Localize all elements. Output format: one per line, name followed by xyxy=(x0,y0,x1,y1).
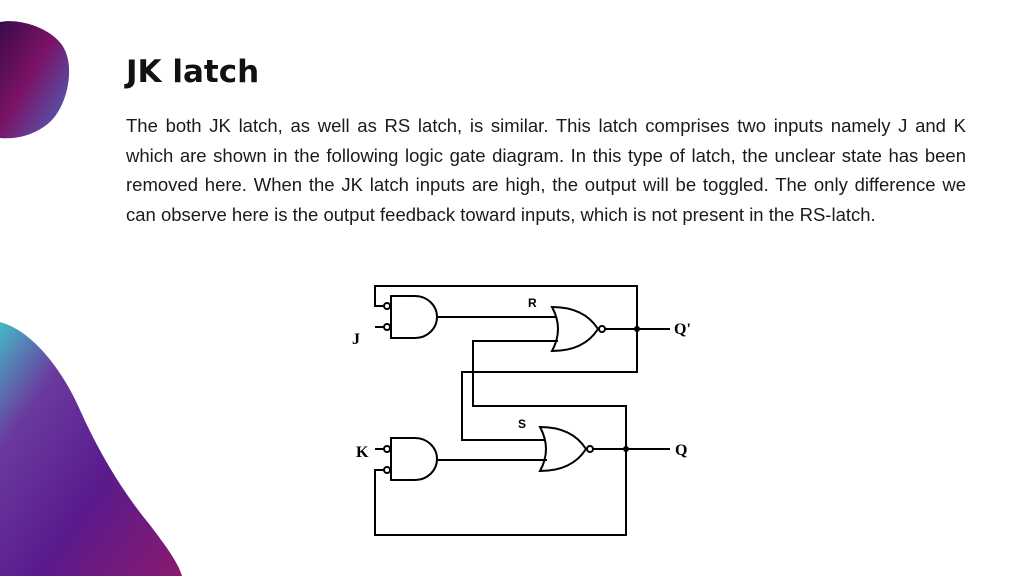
label-q: Q xyxy=(675,442,687,459)
inverter-bubble-or-bottom xyxy=(586,445,594,453)
and-gate-k xyxy=(390,437,438,481)
feedback-wire-top xyxy=(374,285,638,329)
label-q-bar: Q' xyxy=(674,321,691,338)
junction-dot-q xyxy=(623,446,629,452)
inverter-bubble-k1 xyxy=(383,445,391,453)
inverter-bubble-k2 xyxy=(383,466,391,474)
decorative-blob-bottom xyxy=(0,322,182,576)
label-s: S xyxy=(518,417,526,431)
slide-paragraph: The both JK latch, as well as RS latch, … xyxy=(126,115,966,225)
cross-wire-qbar-to-bottom xyxy=(472,340,627,449)
inverter-bubble-or-top xyxy=(598,325,606,333)
or-gate-top xyxy=(550,305,600,353)
inverter-bubble-j1 xyxy=(383,302,391,310)
label-j: J xyxy=(352,331,360,348)
decorative-blob-top xyxy=(0,21,70,139)
and-gate-j xyxy=(390,295,438,339)
cross-wire-q-to-top xyxy=(461,329,638,441)
label-k: K xyxy=(356,444,369,461)
feedback-wire-bottom xyxy=(374,449,627,536)
jk-latch-diagram: J K R S Q' Q xyxy=(352,285,691,536)
or-gate-bottom xyxy=(538,425,588,473)
slide-title: JK latch xyxy=(126,54,260,90)
inverter-bubble-j2 xyxy=(383,323,391,331)
label-r: R xyxy=(528,296,537,310)
junction-dot-qbar xyxy=(634,326,640,332)
